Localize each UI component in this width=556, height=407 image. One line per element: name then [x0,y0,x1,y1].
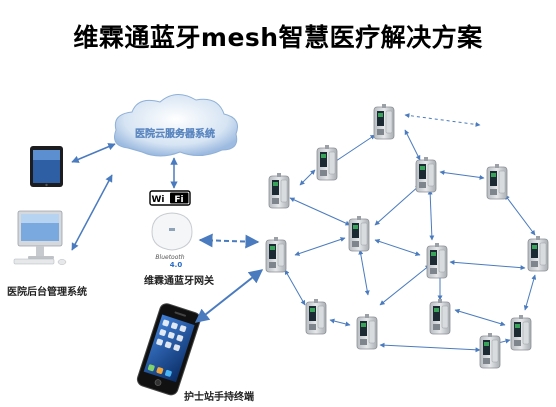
infusion-pump-icon [268,172,290,209]
svg-text:Fi: Fi [174,195,183,205]
infusion-pump-icon [429,298,451,335]
infusion-pump-nodes [265,103,549,369]
smartphone-icon [136,303,201,396]
phone-label: 护士站手持终端 [184,392,254,403]
infusion-pump-icon [510,314,532,351]
bluetooth-version: 4.0 [170,261,183,269]
desktop-computer-icon [13,210,67,265]
infusion-pump-icon [486,163,508,200]
cloud-label: 医院云服务器系统 [135,127,215,140]
cloud-icon: 医院云服务器系统 [114,94,238,157]
infusion-pump-icon [265,236,287,273]
infusion-pump-icon [356,313,378,350]
infusion-pump-icon [527,235,549,272]
infusion-pump-icon [305,298,327,335]
bluetooth-logo-text: Bluetooth [155,254,184,261]
infusion-pump-icon [348,215,370,252]
infusion-pump-icon [415,156,437,193]
backend-label: 医院后台管理系统 [7,287,87,298]
infusion-pump-icon [316,144,338,181]
infusion-pump-icon [479,332,501,369]
system-links [71,143,264,323]
page-title: 维霖通蓝牙mesh智慧医疗解决方案 [73,23,483,52]
svg-text:Wi: Wi [151,195,164,205]
wifi-logo-icon: Wi Fi [149,190,191,206]
bluetooth-gateway-icon: Bluetooth 4.0 [151,212,193,269]
tablet-icon [30,146,63,187]
gateway-label: 维霖通蓝牙网关 [144,276,214,287]
infusion-pump-icon [373,103,395,140]
infusion-pump-icon [426,242,448,279]
